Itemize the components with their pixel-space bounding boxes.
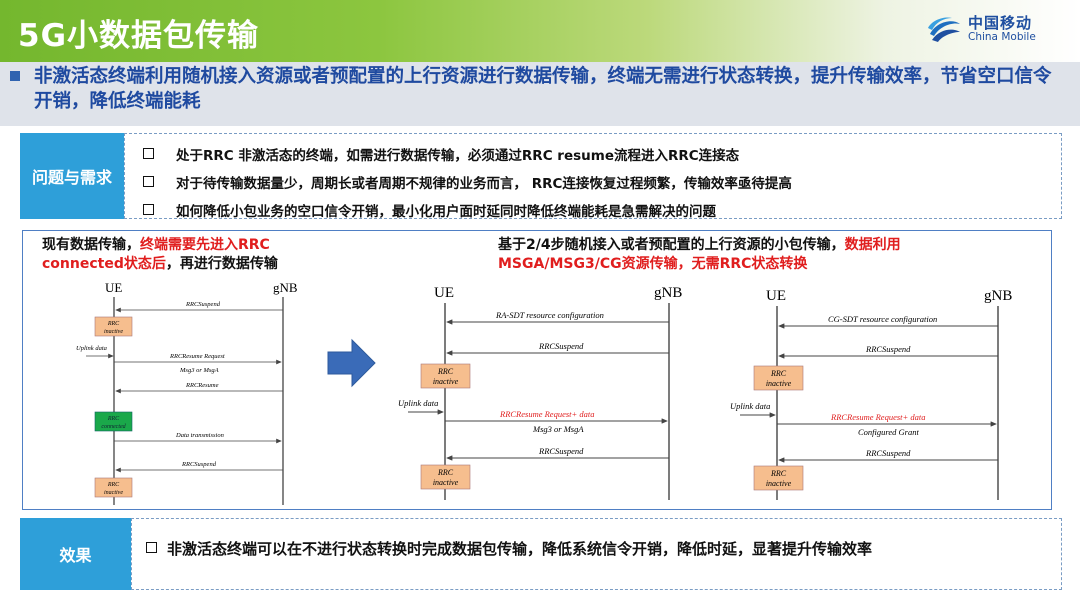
logo-english-text: China Mobile [968, 31, 1036, 43]
msg-label: Msg3 or MsgA [532, 424, 584, 434]
msg-label: Configured Grant [858, 427, 919, 437]
msg-label: RRCSuspend [865, 344, 911, 354]
msg-label: RRCSuspend [185, 301, 221, 308]
effect-box: 非激活态终端可以在不进行状态转换时完成数据包传输，降低系统信令开销，降低时延，显… [131, 518, 1062, 590]
msg-label: RRCSuspend [538, 446, 584, 456]
msg-label: Msg3 or MsgA [179, 367, 219, 374]
svg-text:RRC: RRC [107, 321, 120, 327]
gnb-label: gNB [273, 280, 298, 295]
msg-label: Data transmission [175, 432, 224, 439]
sequence-existing: UE gNB RRCSuspend RRC inactive Uplink da… [76, 280, 298, 505]
rrc-inactive-box [94, 477, 133, 498]
gnb-label: gNB [984, 288, 1012, 304]
rrc-connected-box [94, 411, 133, 432]
svg-text:RRC: RRC [107, 416, 120, 422]
sequence-cg-sdt: UE gNB CG-SDT resource configuration RRC… [730, 288, 1012, 500]
rrc-inactive-box [753, 365, 804, 391]
svg-text:connected: connected [101, 424, 126, 430]
left-caption: 现有数据传输，终端需要先进入RRC connected状态后，再进行数据传输 [42, 237, 278, 272]
svg-text:RRC: RRC [770, 469, 787, 478]
msg-label: RRCSuspend [865, 448, 911, 458]
uplink-data-label: Uplink data [730, 401, 770, 411]
page-title: 5G小数据包传输 [18, 18, 260, 54]
transition-arrow-icon [327, 338, 376, 388]
china-mobile-logo-icon [928, 17, 960, 42]
msg-label: RRCSuspend [538, 341, 584, 351]
checkbox-icon [143, 176, 154, 187]
checkbox-icon [143, 204, 154, 215]
right-caption: 基于2/4步随机接入或者预配置的上行资源的小包传输，数据利用MSGA/MSG3/… [498, 237, 901, 272]
ue-label: UE [434, 285, 454, 301]
msg-label: RRCResume Request [169, 353, 225, 360]
problem-list: 处于RRC 非激活态的终端，如需进行数据传输，必须通过RRC resume流程进… [124, 133, 1062, 220]
checkbox-icon [146, 542, 157, 553]
ue-label: UE [766, 288, 786, 304]
svg-text:RRC: RRC [107, 482, 120, 488]
sequence-ra-sdt: UE gNB RA-SDT resource configuration RRC… [398, 285, 682, 500]
diagram-frame [22, 230, 1052, 510]
china-mobile-logo: 中国移动 China Mobile [926, 12, 1066, 48]
rrc-inactive-box [94, 316, 133, 337]
svg-text:RRC: RRC [770, 369, 787, 378]
msg-label: RRCSuspend [181, 461, 217, 468]
effect-label: 效果 [20, 518, 131, 590]
msg-label: RA-SDT resource configuration [495, 310, 604, 320]
summary-text: 非激活态终端利用随机接入资源或者预配置的上行资源进行数据传输，终端无需进行状态转… [34, 66, 1052, 112]
rrc-inactive-box [420, 363, 471, 389]
summary-band: 非激活态终端利用随机接入资源或者预配置的上行资源进行数据传输，终端无需进行状态转… [0, 62, 1080, 126]
svg-text:inactive: inactive [104, 490, 123, 496]
problem-item: 对于待传输数据量少，周期长或者周期不规律的业务而言， RRC连接恢复过程频繁，传… [143, 172, 792, 192]
square-bullet-icon [10, 71, 20, 81]
title-bar [0, 0, 1080, 62]
checkbox-icon [143, 148, 154, 159]
svg-text:inactive: inactive [433, 478, 459, 487]
rrc-inactive-box [753, 465, 804, 491]
svg-text:RRC: RRC [437, 468, 454, 477]
msg-label: RRCResume Request+ data [499, 409, 595, 419]
problem-label: 问题与需求 [20, 133, 124, 219]
svg-text:inactive: inactive [433, 377, 459, 386]
svg-text:inactive: inactive [104, 329, 123, 335]
problem-item: 处于RRC 非激活态的终端，如需进行数据传输，必须通过RRC resume流程进… [143, 144, 739, 164]
uplink-data-label: Uplink data [76, 345, 107, 352]
ue-label: UE [105, 280, 122, 295]
effect-item: 非激活态终端可以在不进行状态转换时完成数据包传输，降低系统信令开销，降低时延，显… [146, 538, 872, 559]
problem-item: 如何降低小包业务的空口信令开销，最小化用户面时延同时降低终端能耗是急需解决的问题 [143, 200, 716, 220]
svg-text:inactive: inactive [766, 379, 792, 388]
logo-chinese-text: 中国移动 [968, 14, 1033, 32]
gnb-label: gNB [654, 285, 682, 301]
msg-label: CG-SDT resource configuration [828, 314, 937, 324]
msg-label: RRCResume Request+ data [830, 412, 926, 422]
rrc-inactive-box [420, 464, 471, 490]
msg-label: RRCResume [185, 382, 219, 389]
svg-text:inactive: inactive [766, 479, 792, 488]
svg-text:RRC: RRC [437, 367, 454, 376]
uplink-data-label: Uplink data [398, 398, 438, 408]
